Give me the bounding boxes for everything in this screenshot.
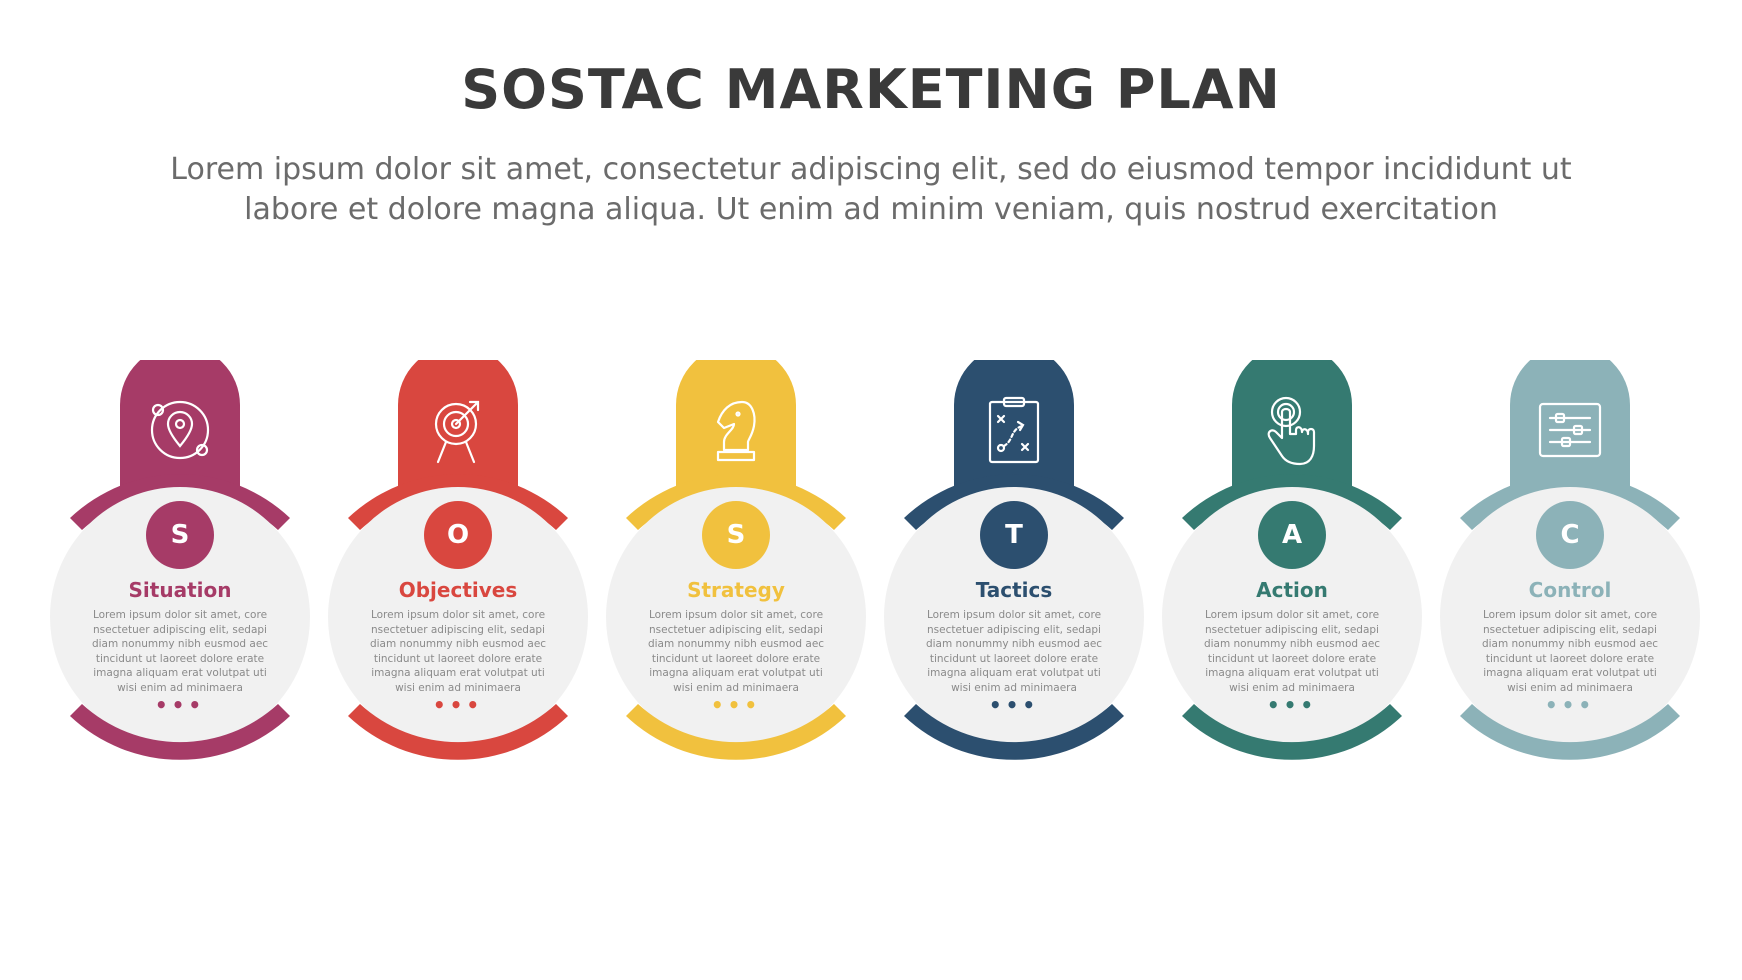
card-shape	[884, 360, 1144, 760]
more-dots: •••	[1266, 693, 1318, 717]
card-shape	[606, 360, 866, 760]
step-description: Lorem ipsum dolor sit amet, core nsectet…	[369, 609, 547, 694]
step-description: Lorem ipsum dolor sit amet, core nsectet…	[1481, 609, 1659, 694]
step-card-action: A Action Lorem ipsum dolor sit amet, cor…	[1152, 360, 1432, 780]
step-description: Lorem ipsum dolor sit amet, core nsectet…	[1203, 609, 1381, 694]
touch-hand-icon	[1267, 396, 1316, 466]
chess-knight-icon	[716, 400, 756, 462]
card-shape	[50, 360, 310, 760]
step-letter: S	[702, 501, 770, 569]
step-letter: O	[424, 501, 492, 569]
step-label: Strategy	[687, 578, 785, 602]
step-description: Lorem ipsum dolor sit amet, core nsectet…	[91, 609, 269, 694]
more-dots: •••	[710, 693, 762, 717]
step-label: Tactics	[975, 578, 1053, 602]
step-letter: A	[1258, 501, 1326, 569]
step-label: Action	[1256, 578, 1328, 602]
step-letter: S	[146, 501, 214, 569]
card-shape	[328, 360, 588, 760]
step-card-strategy: S Strategy Lorem ipsum dolor sit amet, c…	[596, 360, 876, 780]
step-label: Control	[1528, 578, 1612, 602]
clipboard-tactics-icon	[988, 396, 1040, 464]
page-title: SOSTAC MARKETING PLAN	[461, 58, 1281, 121]
step-letter: T	[980, 501, 1048, 569]
target-arrow-icon	[434, 400, 480, 464]
card-shape	[1162, 360, 1422, 760]
more-dots: •••	[154, 693, 206, 717]
page-subtitle: Lorem ipsum dolor sit amet, consectetur …	[170, 152, 1572, 227]
card-shape	[1440, 360, 1700, 760]
more-dots: •••	[432, 693, 484, 717]
more-dots: •••	[1544, 693, 1596, 717]
step-description: Lorem ipsum dolor sit amet, core nsectet…	[647, 609, 825, 694]
sliders-control-icon	[1538, 402, 1602, 458]
step-card-situation: S Situation Lorem ipsum dolor sit amet, …	[40, 360, 320, 780]
planet-location-icon	[150, 400, 210, 460]
step-card-tactics: T Tactics Lorem ipsum dolor sit amet, co…	[874, 360, 1154, 780]
step-label: Situation	[128, 578, 232, 602]
more-dots: •••	[988, 693, 1040, 717]
step-letter: C	[1536, 501, 1604, 569]
step-description: Lorem ipsum dolor sit amet, core nsectet…	[925, 609, 1103, 694]
step-label: Objectives	[398, 578, 518, 602]
step-card-control: C Control Lorem ipsum dolor sit amet, co…	[1430, 360, 1710, 780]
step-card-objectives: O Objectives Lorem ipsum dolor sit amet,…	[318, 360, 598, 780]
